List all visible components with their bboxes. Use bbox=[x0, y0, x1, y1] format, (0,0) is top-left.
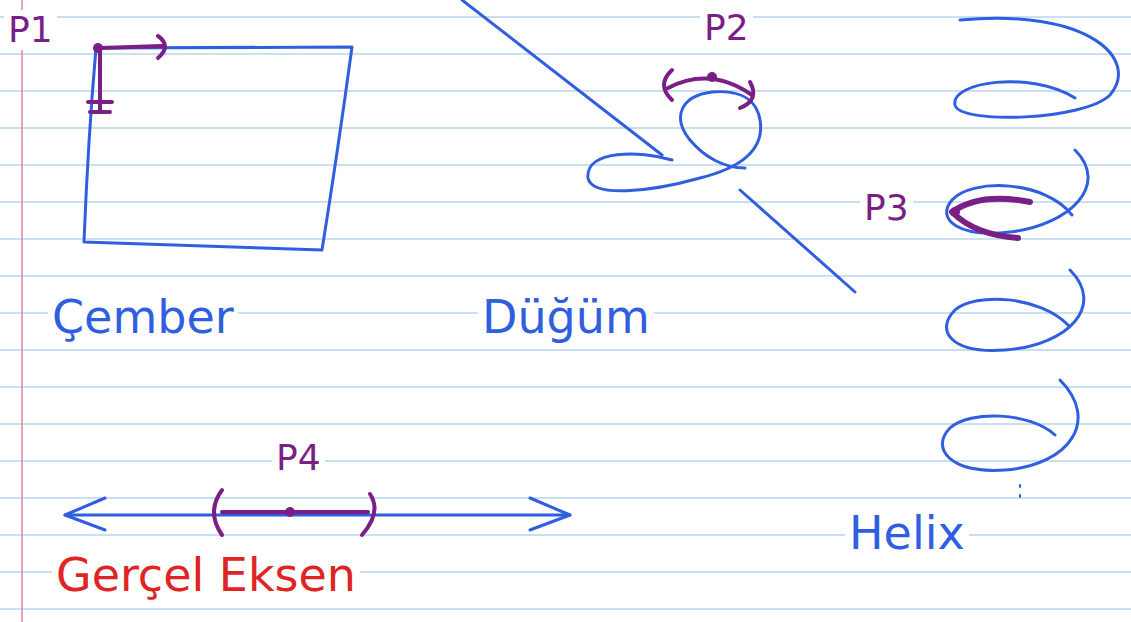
axis-name: Gerçel Eksen bbox=[52, 550, 360, 601]
point-dot bbox=[707, 72, 717, 82]
knot-strand bbox=[740, 190, 855, 292]
neighbourhood-bracket bbox=[88, 48, 112, 112]
neighbourhood-bracket bbox=[214, 490, 375, 535]
shape-name: Düğüm bbox=[478, 292, 654, 343]
shape-name: Çember bbox=[48, 292, 238, 343]
helix-curve bbox=[942, 18, 1118, 470]
axis-arrowhead bbox=[65, 498, 105, 530]
neighbourhood-bracket bbox=[664, 70, 753, 108]
helix-tail bbox=[1019, 485, 1021, 505]
axis-arrowhead bbox=[530, 498, 570, 530]
point-label: P1 bbox=[4, 10, 57, 50]
knot-loop bbox=[588, 92, 761, 191]
ruling-lines bbox=[0, 17, 1131, 609]
point-label: P3 bbox=[860, 188, 913, 228]
point-dot bbox=[950, 207, 960, 217]
neighbourhood-arc bbox=[952, 199, 1030, 238]
knot-strand bbox=[462, 0, 662, 155]
point-label: P4 bbox=[272, 438, 325, 478]
shape-name: Helix bbox=[845, 508, 969, 559]
neighbourhood-bracket bbox=[100, 36, 165, 58]
point-label: P2 bbox=[700, 8, 753, 48]
point-dot bbox=[285, 507, 295, 517]
point-dot bbox=[93, 43, 103, 53]
square-curve bbox=[84, 47, 352, 250]
margin-line bbox=[21, 0, 23, 622]
